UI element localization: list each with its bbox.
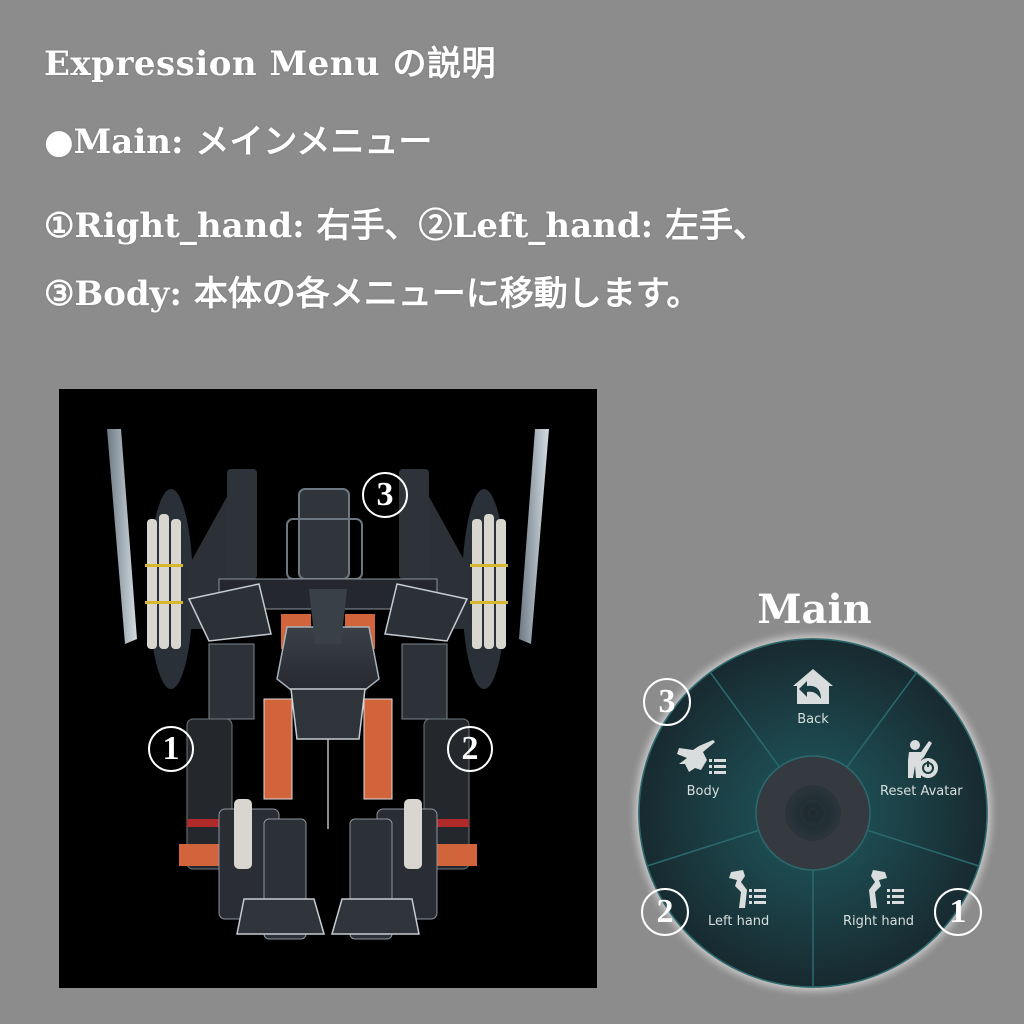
marker-right-hand: 1: [148, 726, 194, 772]
robot-avatar-image: 1 2 3: [59, 389, 597, 988]
menu-item-back-label: Back: [797, 712, 829, 727]
menu-item-body-label: Body: [686, 784, 720, 799]
radial-menu-background: [638, 638, 988, 988]
radial-menu: Back Reset Avatar R: [638, 638, 988, 988]
menu-item-reset-avatar-label: Reset Avatar: [880, 784, 963, 799]
body-menu-description: ③Body: 本体の各メニューに移動します。: [44, 274, 701, 314]
robot-illustration: [107, 429, 549, 940]
submenu-list-icon: [709, 759, 726, 774]
menu-item-body[interactable]: Body: [673, 738, 733, 799]
right-hand-icon: [849, 868, 909, 910]
left-hand-icon: [709, 868, 769, 910]
radial-marker-left-hand: 2: [641, 888, 689, 936]
radial-menu-title: Main: [757, 586, 872, 633]
menu-item-right-hand-label: Right hand: [843, 914, 915, 929]
hand-menu-description: ①Right_hand: 右手、②Left_hand: 左手、: [44, 206, 767, 246]
menu-item-right-hand[interactable]: Right hand: [843, 868, 914, 929]
body-icon: [673, 738, 733, 780]
marker-body: 3: [362, 472, 408, 518]
submenu-list-icon: [886, 889, 904, 904]
submenu-list-icon: [748, 889, 766, 904]
reset-avatar-icon: [891, 738, 951, 780]
menu-item-left-hand[interactable]: Left hand: [708, 868, 769, 929]
page-title: Expression Menu の説明: [44, 44, 496, 84]
menu-item-reset-avatar[interactable]: Reset Avatar: [880, 738, 963, 799]
radial-marker-right-hand: 1: [934, 888, 982, 936]
home-back-icon: [783, 666, 843, 708]
marker-left-hand: 2: [447, 726, 493, 772]
main-menu-description: ●Main: メインメニュー: [44, 122, 433, 162]
menu-item-back[interactable]: Back: [783, 666, 843, 727]
menu-item-left-hand-label: Left hand: [708, 914, 770, 929]
radial-marker-body: 3: [643, 678, 691, 726]
